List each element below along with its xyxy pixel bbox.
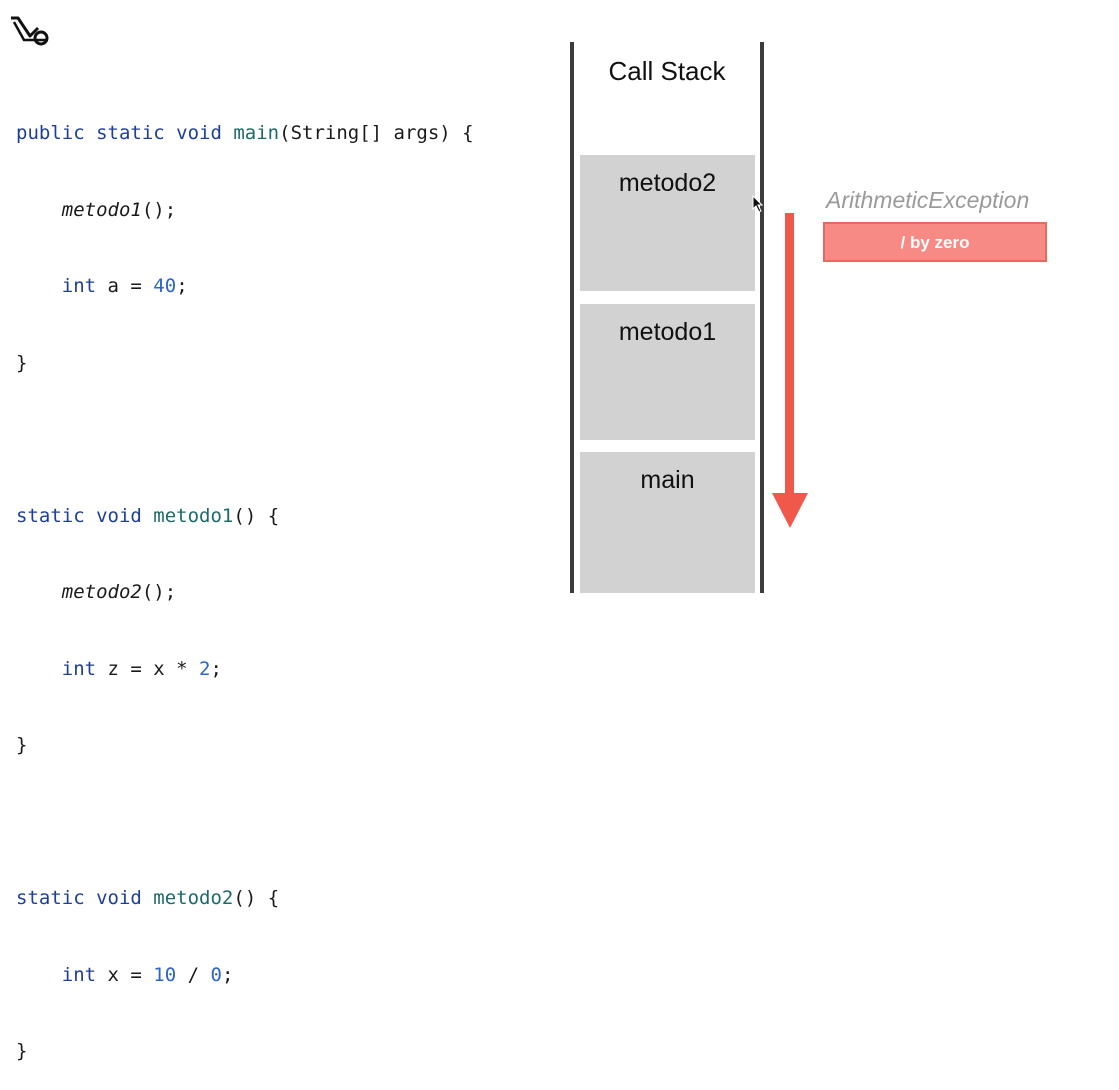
code-line: metodo1(); [61,198,177,221]
exception-type: ArithmeticException [826,187,1030,213]
code-line: static void metodo2() { [16,887,280,909]
code-line: } [16,1040,28,1062]
mouse-cursor-icon [752,195,764,213]
code-block: public static void main(String[] args) {… [16,70,474,1090]
code-line [16,427,474,453]
stack-frame-label: metodo2 [618,169,717,197]
stack-frame-metodo2: metodo2 [580,155,755,291]
code-line: static void metodo1() { [16,504,280,527]
stack-frame-metodo1: metodo1 [580,304,755,440]
code-line: int x = 10 / 0; [61,963,234,986]
exception-message: / by zero [900,233,970,252]
stack-frame-main: main [580,452,755,593]
exception-message-box: / by zero [823,222,1047,262]
code-line: int z = x * 2; [61,657,222,680]
code-line: int a = 40; [61,275,188,297]
code-line: } [16,734,28,756]
stack-frame-label: main [640,466,695,494]
call-stack: Call Stack metodo2 metodo1 main [570,42,766,593]
code-line: } [16,351,28,374]
stack-frame-label: metodo1 [618,318,717,346]
call-stack-title: Call Stack [608,56,726,86]
code-line [16,810,474,836]
code-line: public static void main(String[] args) { [16,122,474,144]
logo-icon [11,16,49,46]
down-arrow-icon [772,213,808,528]
stack-right-wall [760,42,764,593]
stack-left-wall [570,42,574,593]
